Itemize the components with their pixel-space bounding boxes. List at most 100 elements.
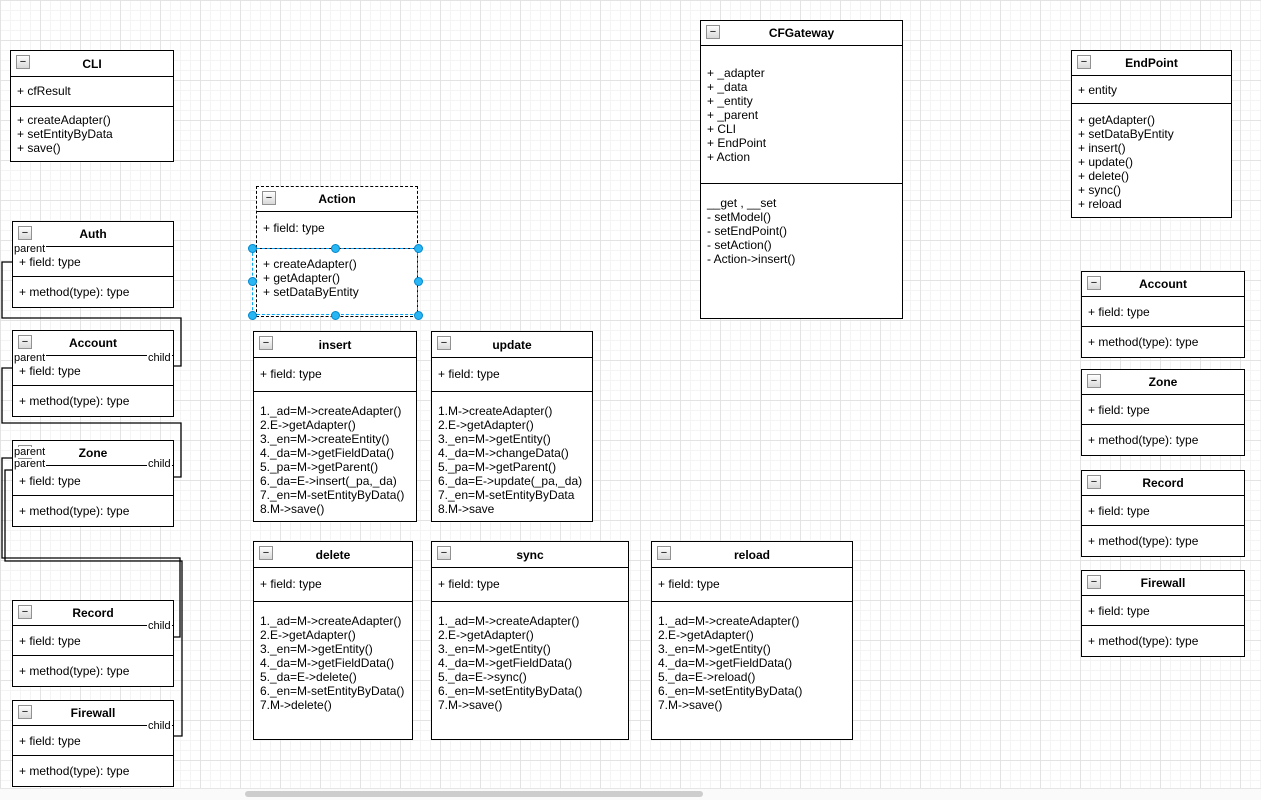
class-title-bar: −CFGateway [701,21,902,46]
member-line: 7._en=M-setEntityByData() [260,488,405,502]
collapse-icon[interactable]: − [18,705,32,719]
member-line: __get , __set [707,196,777,210]
collapse-icon[interactable]: − [262,191,276,205]
class-title: EndPoint [1125,56,1178,70]
member-line: - setModel() [707,210,772,224]
edge-label-parent: parent [13,243,47,255]
member-line: + update() [1078,155,1134,169]
collapse-icon[interactable]: − [16,55,30,69]
horizontal-scrollbar-thumb[interactable] [245,791,703,797]
compartment: 1._ad=M->createAdapter()2.E->getAdapter(… [254,602,412,739]
edge-auth-account[interactable] [1,261,182,367]
collapse-icon[interactable]: − [259,336,273,350]
collapse-icon[interactable]: − [437,546,451,560]
member-line: + save() [17,141,61,155]
class-cfgateway[interactable]: −CFGateway+ _adapter+ _data+ _entity+ _p… [700,20,903,319]
member-line: + CLI [707,122,737,136]
class-title-bar: −Auth [13,222,173,247]
collapse-icon[interactable]: − [18,605,32,619]
class-zone-left[interactable]: −Zone+ field: type+ method(type): type [12,440,174,527]
member-line: 1._ad=M->createAdapter() [658,614,800,628]
class-title-bar: −Record [1082,471,1244,496]
class-record-right[interactable]: −Record+ field: type+ method(type): type [1081,470,1245,557]
edge-account-zone[interactable] [1,367,182,478]
member-line: + _entity [707,94,753,108]
member-line: + _data [707,80,748,94]
member-line: 3._en=M->getEntity() [438,642,551,656]
collapse-icon[interactable]: − [259,546,273,560]
compartment: + field: type [1082,596,1244,626]
selection-handle[interactable] [413,310,423,320]
compartment: + createAdapter()+ setEntityByData+ save… [11,107,173,161]
class-title-bar: −Account [1082,272,1244,297]
compartment: + getAdapter()+ setDataByEntity+ insert(… [1072,104,1231,217]
compartment: + method(type): type [13,756,173,786]
class-title: Account [69,336,117,350]
edge-zone-firewall[interactable] [4,469,183,737]
selection-handle[interactable] [247,277,257,286]
member-line: + method(type): type [19,394,130,408]
class-account-left[interactable]: −Account+ field: type+ method(type): typ… [12,330,174,417]
class-title-bar: − Zone [1082,370,1244,395]
compartment: + createAdapter()+ getAdapter()+ setData… [257,249,417,316]
class-zone-right[interactable]: −Zone+ field: type+ method(type): type [1081,369,1245,456]
member-line: + field: type [1088,504,1150,518]
compartment: + entity [1072,76,1231,104]
class-account-right[interactable]: −Account+ field: type+ method(type): typ… [1081,271,1245,358]
collapse-icon[interactable]: − [437,336,451,350]
compartment: + field: type [432,568,628,602]
selection-handle[interactable] [247,310,257,320]
compartment: + field: type [1082,496,1244,526]
class-firewall-right[interactable]: −Firewall+ field: type+ method(type): ty… [1081,570,1245,657]
collapse-icon[interactable]: − [1087,374,1101,388]
collapse-icon[interactable]: − [1087,475,1101,489]
member-line: 1.M->createAdapter() [438,404,553,418]
member-line: 2.E->getAdapter() [438,418,534,432]
member-line: + field: type [19,734,81,748]
member-line: - setEndPoint() [707,224,788,238]
selection-handle[interactable] [413,243,423,253]
class-firewall-left[interactable]: −Firewall+ field: type+ method(type): ty… [12,700,174,787]
collapse-icon[interactable]: − [1087,575,1101,589]
class-title-bar: −delete [254,542,412,568]
member-line: 7.M->save() [658,698,723,712]
selection-handle[interactable] [413,277,423,286]
member-line: 6._en=M-setEntityByData() [260,684,405,698]
selection-handle[interactable] [330,243,340,253]
edge-label-parent: parent [13,446,47,458]
edge-label-child: child [147,352,172,364]
member-line: + setDataByEntity [1078,127,1174,141]
member-line: + insert() [1078,141,1126,155]
member-line: + delete() [1078,169,1130,183]
class-cli[interactable]: −CLI+ cfResult+ createAdapter()+ setEnti… [10,50,174,162]
member-line: 5._da=E->delete() [260,670,357,684]
edge-zone-record[interactable] [1,457,181,638]
collapse-icon[interactable]: − [1077,55,1091,69]
selection-outline [252,248,418,315]
class-auth[interactable]: −Auth+ field: type+ method(type): type [12,221,174,308]
member-line: + Action [707,150,751,164]
selection-handle[interactable] [247,243,257,253]
edge-label-child: child [147,620,172,632]
compartment: + method(type): type [13,386,173,416]
class-record-left[interactable]: −Record+ field: type+ method(type): type [12,600,174,687]
compartment: + field: type [1082,395,1244,425]
collapse-icon[interactable]: − [706,25,720,39]
member-line: + method(type): type [1088,335,1199,349]
selection-handle[interactable] [330,310,340,320]
member-line: 5._da=E->sync() [438,670,527,684]
class-title: Zone [1148,375,1178,389]
member-line: + method(type): type [19,504,130,518]
collapse-icon[interactable]: − [18,226,32,240]
collapse-icon[interactable]: − [18,335,32,349]
class-endpoint[interactable]: − EndPoint + entity+ getAdapter()+ setData… [1071,50,1232,218]
collapse-icon[interactable]: − [1087,276,1101,290]
collapse-icon[interactable]: − [657,546,671,560]
member-line: + _parent [707,108,759,122]
